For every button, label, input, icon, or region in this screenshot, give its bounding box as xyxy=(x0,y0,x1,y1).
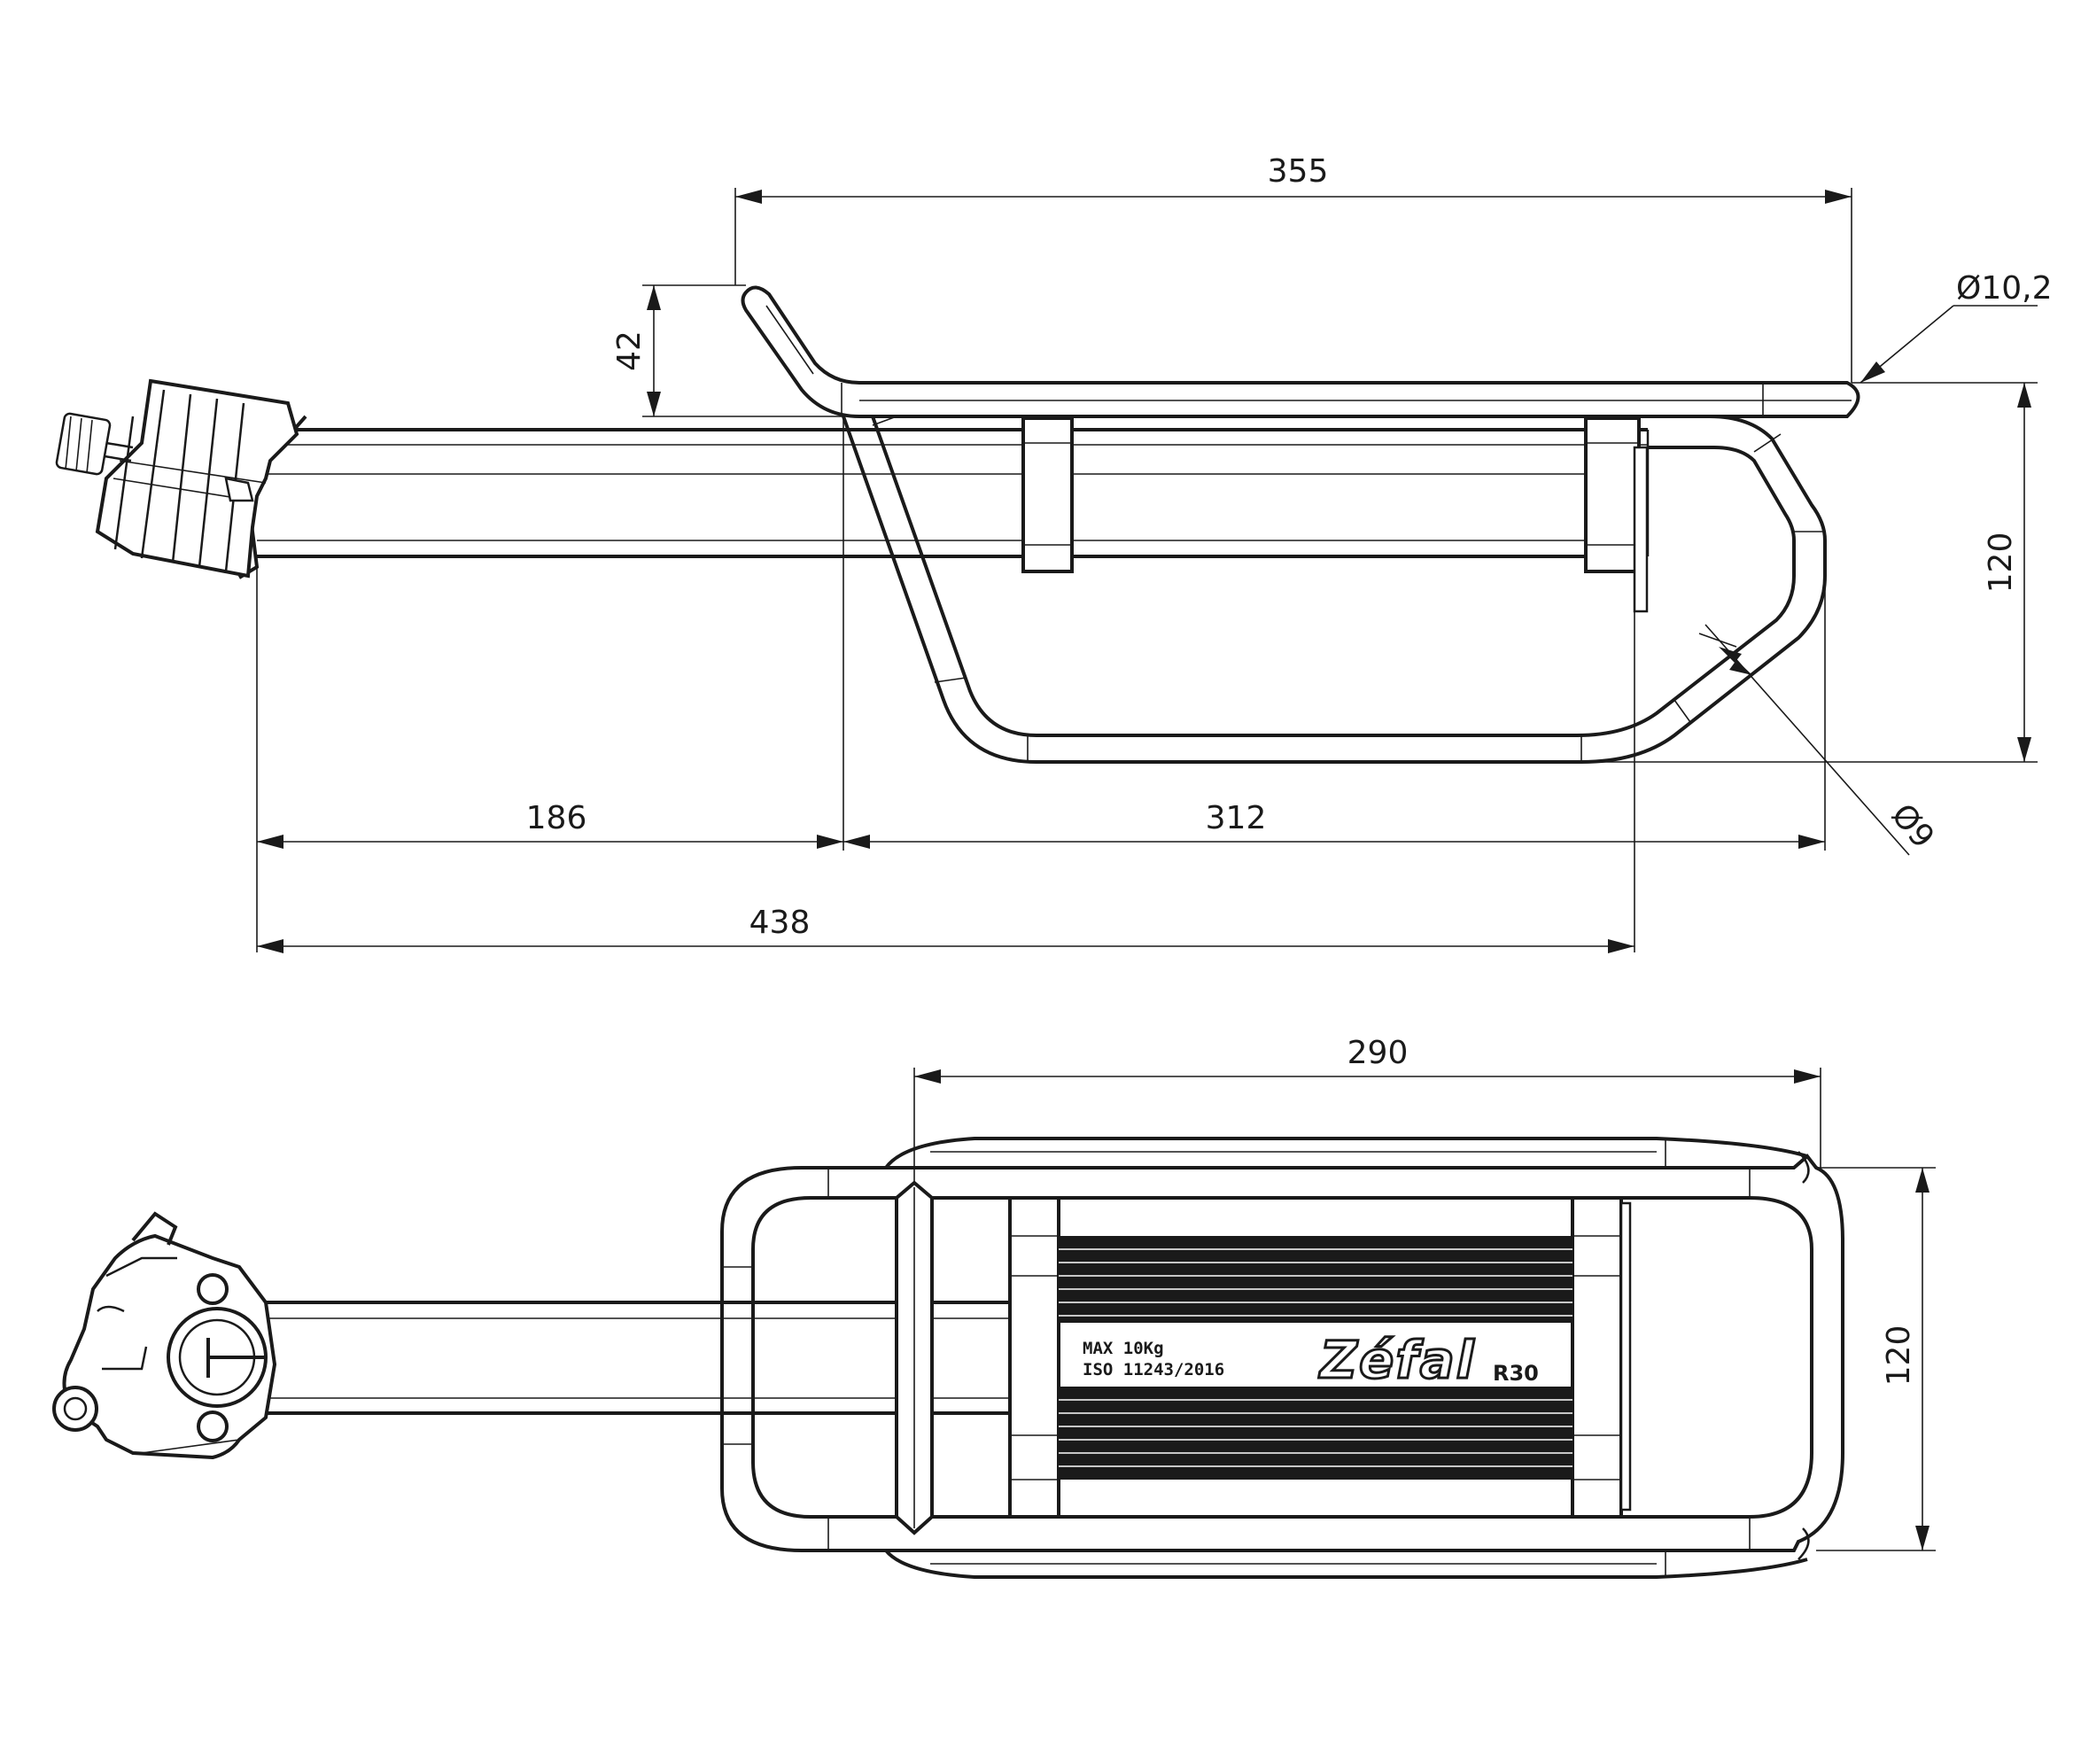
seatpost-beam xyxy=(237,415,1650,579)
platform-frame xyxy=(720,1137,1844,1579)
dim-355: 355 xyxy=(734,153,1852,383)
seatpost-clamp-top xyxy=(52,1211,277,1460)
dim-frame-diameter: Ø9 xyxy=(1698,624,1941,856)
dim-42-label: 42 xyxy=(611,330,648,371)
seatpost-clamp-side xyxy=(55,378,299,579)
front-crossbar xyxy=(895,1180,934,1535)
dim-186: 186 xyxy=(257,800,843,849)
top-view: MAX 10Kg ISO 11243/2016 Zéfal R30 xyxy=(52,1035,1936,1579)
dim-312: 312 xyxy=(843,800,1825,849)
lower-frame xyxy=(842,415,1827,764)
dim-290-label: 290 xyxy=(1347,1035,1409,1071)
dim-290: 290 xyxy=(913,1035,1821,1183)
dim-tube-diameter-label: Ø10,2 xyxy=(1956,270,2053,307)
brand-logo: Zéfal xyxy=(1318,1330,1476,1390)
dim-312-label: 312 xyxy=(1206,800,1267,836)
plate-ribs-top xyxy=(1059,1236,1572,1323)
side-view: 355 42 Ø10,2 120 xyxy=(55,153,2053,953)
dim-355-label: 355 xyxy=(1268,153,1329,190)
clip-blocks-top xyxy=(1008,1196,1632,1519)
dim-42: 42 xyxy=(611,284,843,417)
dim-438-label: 438 xyxy=(749,905,811,941)
dim-tube-diameter: Ø10,2 xyxy=(1860,270,2053,384)
standard-label: ISO 11243/2016 xyxy=(1083,1360,1224,1379)
plate-ribs-bottom xyxy=(1059,1387,1572,1480)
dim-120-side: 120 xyxy=(1581,382,2038,763)
dim-120-top: 120 xyxy=(1816,1167,1936,1551)
model-label: R30 xyxy=(1493,1361,1539,1386)
max-load-label: MAX 10Kg xyxy=(1083,1339,1164,1358)
dim-186-label: 186 xyxy=(526,800,587,836)
top-rail xyxy=(741,285,1860,418)
extension-lines-side xyxy=(256,416,1826,952)
rail-clips xyxy=(1021,416,1649,613)
dim-120-top-label: 120 xyxy=(1881,1325,1917,1387)
dim-frame-diameter-label: Ø9 xyxy=(1884,797,1941,856)
dim-438: 438 xyxy=(257,905,1635,953)
dim-120-side-label: 120 xyxy=(1983,532,2019,594)
platform-plate: MAX 10Kg ISO 11243/2016 Zéfal R30 xyxy=(1057,1196,1574,1519)
